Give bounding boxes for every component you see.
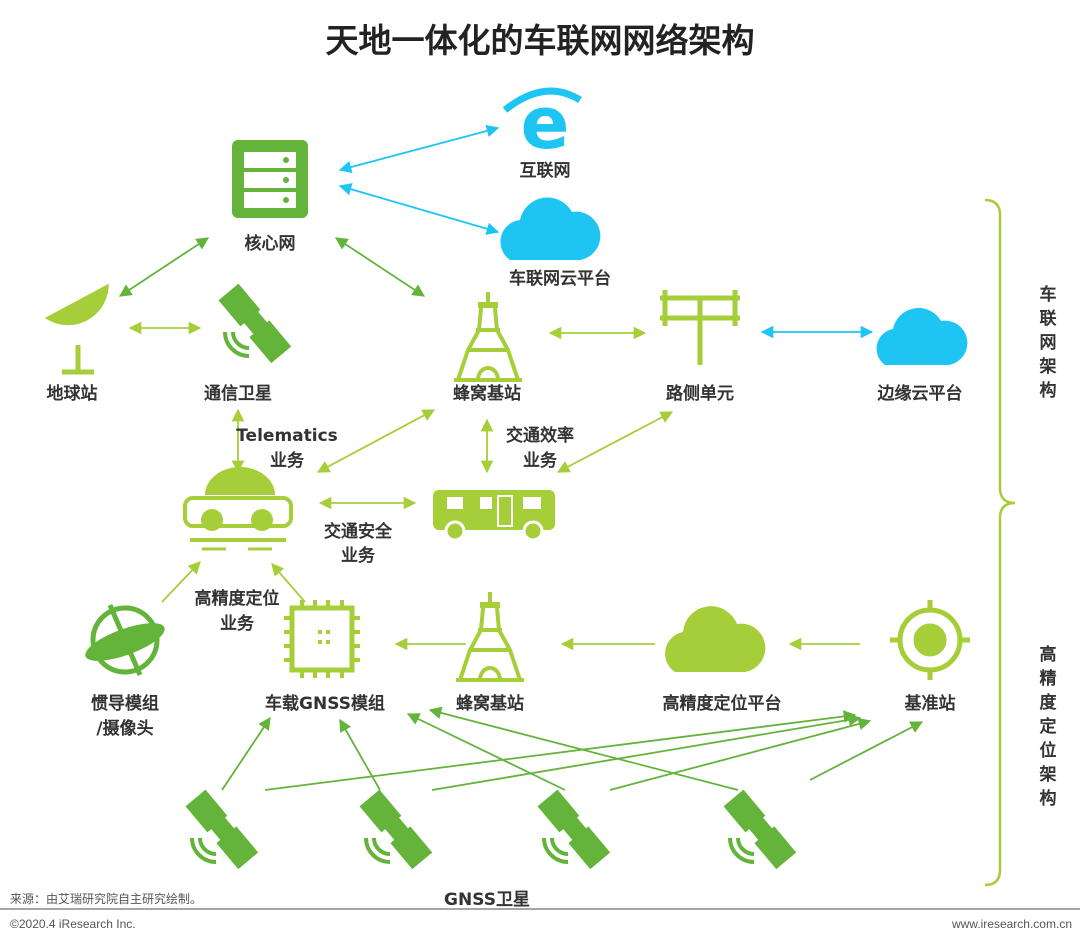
car-icon bbox=[183, 467, 293, 551]
cloud-icon bbox=[500, 197, 601, 260]
svg-text:联: 联 bbox=[1040, 309, 1057, 329]
label-edge-cloud: 边缘云平台 bbox=[877, 383, 963, 404]
bracket-label-iov: 车 联 网 架 构 bbox=[1040, 284, 1057, 401]
label-iov-cloud: 车联网云平台 bbox=[509, 268, 611, 289]
communication-satellite-icon bbox=[216, 281, 294, 366]
arrow-car-cell bbox=[316, 409, 436, 473]
label-comm-satellite: 通信卫星 bbox=[204, 383, 272, 404]
label-internet: 互联网 bbox=[520, 161, 571, 181]
arrow-gyro-car bbox=[161, 561, 201, 603]
svg-text:网: 网 bbox=[1040, 333, 1057, 353]
gnss-satellite-icon bbox=[721, 787, 799, 872]
node-labels: 核心网 互联网 车联网云平台 地球站 通信卫星 蜂窝基站 路侧单元 边缘云平台 … bbox=[47, 161, 963, 910]
arrow-core-internet bbox=[338, 124, 500, 174]
gnss-satellite-icon bbox=[183, 787, 261, 872]
svg-text:位: 位 bbox=[1040, 740, 1057, 761]
reference-station-target-icon bbox=[890, 600, 970, 680]
arrow-bus-rsu bbox=[556, 411, 674, 473]
label-safety-2: 业务 bbox=[341, 545, 376, 566]
svg-text:构: 构 bbox=[1040, 380, 1057, 401]
label-efficiency-1: 交通效率 bbox=[506, 425, 574, 446]
server-icon bbox=[232, 140, 308, 218]
arrow-chip-car bbox=[271, 563, 306, 603]
label-safety-1: 交通安全 bbox=[324, 521, 393, 542]
label-vehicle-gnss: 车载GNSS模组 bbox=[265, 693, 385, 714]
roadside-unit-icon bbox=[660, 290, 740, 365]
source-note: 来源：由艾瑞研究院自主研究绘制。 bbox=[10, 891, 202, 906]
cell-tower-icon bbox=[452, 290, 524, 382]
gnss-chip-icon bbox=[284, 600, 360, 678]
svg-text:定: 定 bbox=[1040, 716, 1057, 737]
label-hd-service-2: 业务 bbox=[220, 613, 255, 634]
label-core-network: 核心网 bbox=[245, 233, 296, 254]
svg-text:高: 高 bbox=[1040, 644, 1057, 665]
label-telematics-2: 业务 bbox=[270, 450, 305, 471]
hd-platform-cloud-icon bbox=[665, 606, 766, 672]
svg-text:架: 架 bbox=[1040, 356, 1057, 377]
svg-text:架: 架 bbox=[1040, 764, 1057, 785]
label-earth-station: 地球站 bbox=[47, 383, 98, 404]
bus-icon bbox=[433, 490, 555, 542]
svg-text:度: 度 bbox=[1040, 692, 1058, 713]
svg-text:精: 精 bbox=[1040, 668, 1057, 689]
label-hd-service-1: 高精度定位 bbox=[195, 588, 280, 609]
copyright: ©2020.4 iResearch Inc. bbox=[10, 917, 136, 931]
edge-cloud-icon bbox=[876, 308, 968, 365]
connections bbox=[118, 124, 924, 791]
bracket-label-hd-positioning: 高 精 度 定 位 架 构 bbox=[1040, 644, 1058, 809]
gyroscope-icon bbox=[85, 604, 165, 676]
arrow-core-cell bbox=[334, 237, 426, 297]
gnss-satellite-icon bbox=[535, 787, 613, 872]
label-efficiency-2: 业务 bbox=[523, 450, 558, 471]
internet-explorer-icon: e bbox=[502, 81, 582, 165]
label-inertial-1: 惯导模组 bbox=[91, 693, 159, 714]
cell-tower-icon-bottom bbox=[454, 590, 526, 682]
svg-text:构: 构 bbox=[1040, 788, 1057, 809]
label-hd-platform: 高精度定位平台 bbox=[663, 693, 782, 714]
arrow-core-iov-cloud bbox=[338, 183, 500, 235]
architecture-brackets bbox=[984, 198, 1016, 887]
label-roadside-unit: 路侧单元 bbox=[666, 383, 734, 404]
arrow-core-earth bbox=[118, 237, 210, 297]
label-gnss-satellites: GNSS卫星 bbox=[444, 890, 530, 910]
website-link[interactable]: www.iresearch.com.cn bbox=[951, 917, 1072, 931]
label-reference-station: 基准站 bbox=[904, 693, 956, 714]
label-cell-station-bottom: 蜂窝基站 bbox=[456, 693, 524, 714]
satellite-dish-icon bbox=[44, 283, 109, 375]
label-cell-station: 蜂窝基站 bbox=[453, 383, 521, 404]
svg-text:车: 车 bbox=[1040, 284, 1057, 305]
label-inertial-2: /摄像头 bbox=[96, 718, 153, 739]
page-title: 天地一体化的车联网网络架构 bbox=[326, 21, 755, 60]
gnss-satellite-icon bbox=[357, 787, 435, 872]
label-telematics-1: Telematics bbox=[236, 426, 338, 446]
